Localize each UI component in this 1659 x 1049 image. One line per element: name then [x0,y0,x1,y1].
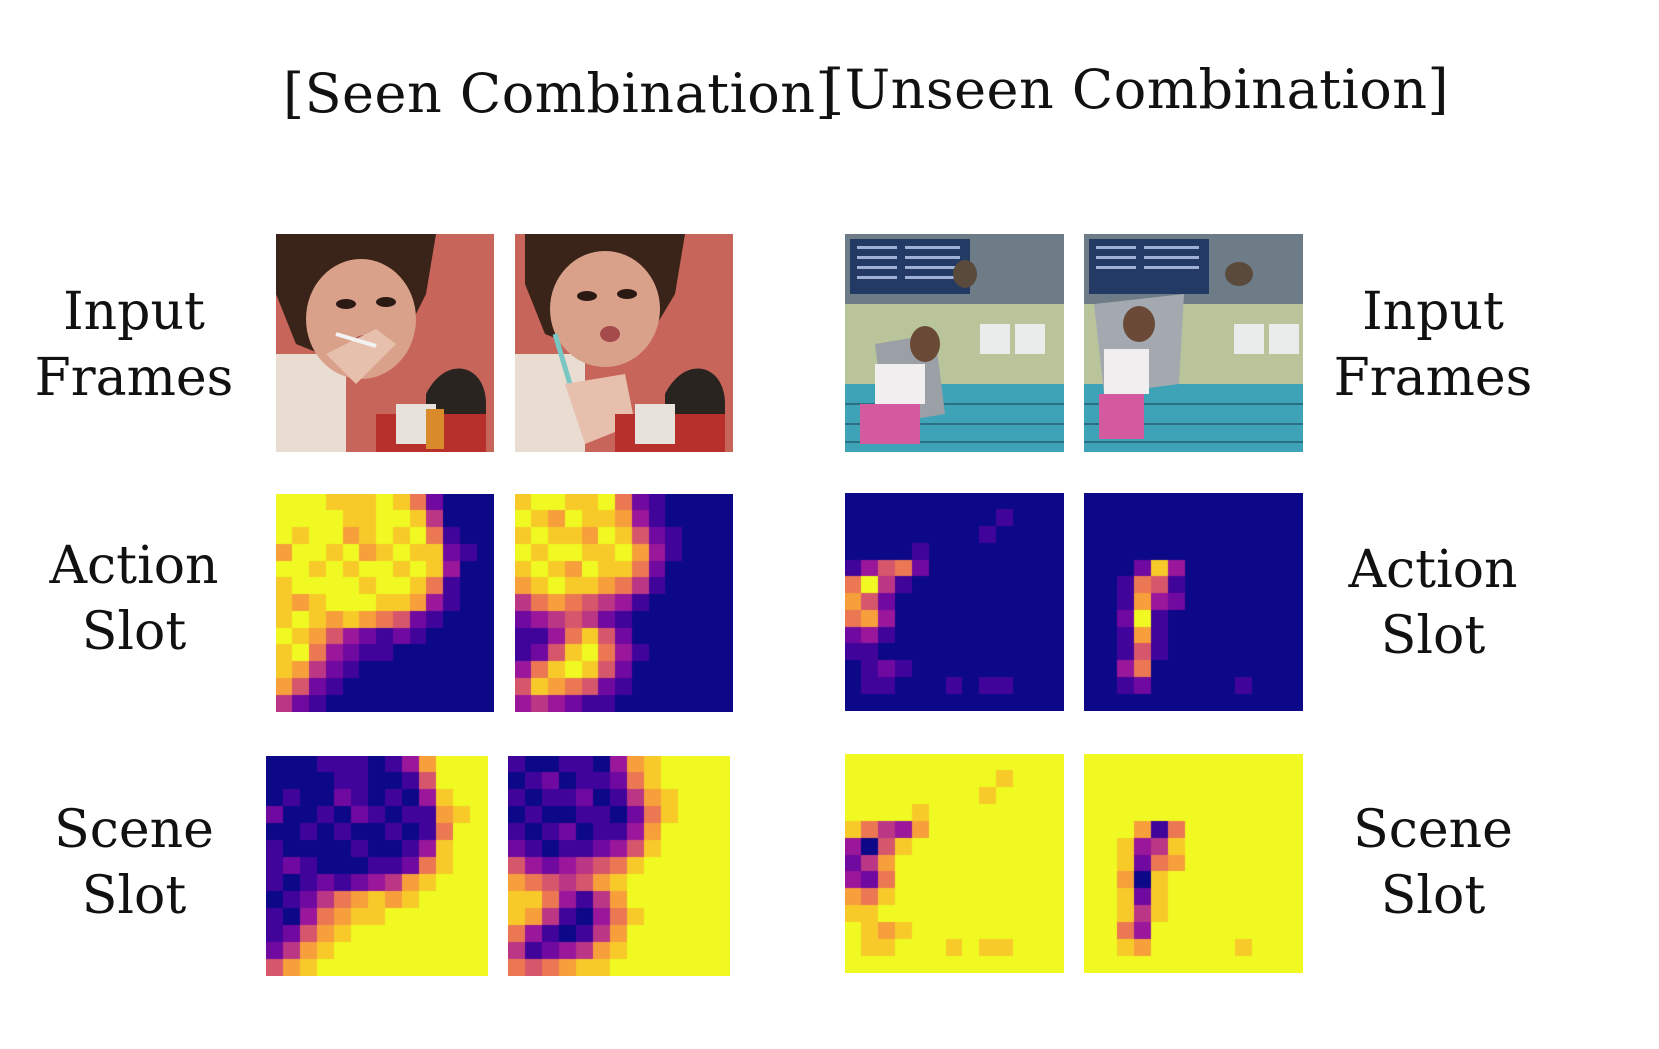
label-scene-slot-right: Scene Slot [1313,797,1553,929]
heatmap-canvas [508,756,730,976]
heatmap-canvas [276,494,494,712]
label-line: Scene [1353,800,1513,860]
label-line: Slot [1380,866,1486,926]
input-frame-seen-1 [276,234,494,452]
header-unseen-combination: [Unseen Combination] [823,58,1450,121]
frame-illustration [515,234,733,452]
label-line: Slot [81,602,187,662]
action-slot-unseen-2 [1084,493,1303,711]
heatmap-canvas [1084,754,1303,973]
heatmap-canvas [1084,493,1303,711]
label-input-frames-right: Input Frames [1313,279,1553,411]
action-slot-seen-2 [515,494,733,712]
label-line: Action [1348,540,1518,600]
label-line: Scene [54,800,214,860]
label-line: Input [1362,282,1504,342]
label-action-slot-left: Action Slot [14,533,254,665]
scene-slot-seen-2 [508,756,730,976]
frame-illustration [845,234,1064,452]
input-frame-unseen-1 [845,234,1064,452]
label-line: Frames [1333,348,1533,408]
label-line: Slot [81,866,187,926]
input-frame-unseen-2 [1084,234,1303,452]
heatmap-canvas [515,494,733,712]
frame-illustration [276,234,494,452]
label-action-slot-right: Action Slot [1313,537,1553,669]
label-line: Frames [34,348,234,408]
heatmap-canvas [266,756,488,976]
heatmap-canvas [845,493,1064,711]
label-line: Action [49,536,219,596]
label-input-frames-left: Input Frames [14,279,254,411]
label-line: Input [63,282,205,342]
action-slot-seen-1 [276,494,494,712]
header-seen-combination: [Seen Combination] [283,62,838,125]
action-slot-unseen-1 [845,493,1064,711]
frame-illustration [1084,234,1303,452]
label-scene-slot-left: Scene Slot [14,797,254,929]
scene-slot-unseen-1 [845,754,1064,973]
scene-slot-unseen-2 [1084,754,1303,973]
input-frame-seen-2 [515,234,733,452]
label-line: Slot [1380,606,1486,666]
heatmap-canvas [845,754,1064,973]
scene-slot-seen-1 [266,756,488,976]
